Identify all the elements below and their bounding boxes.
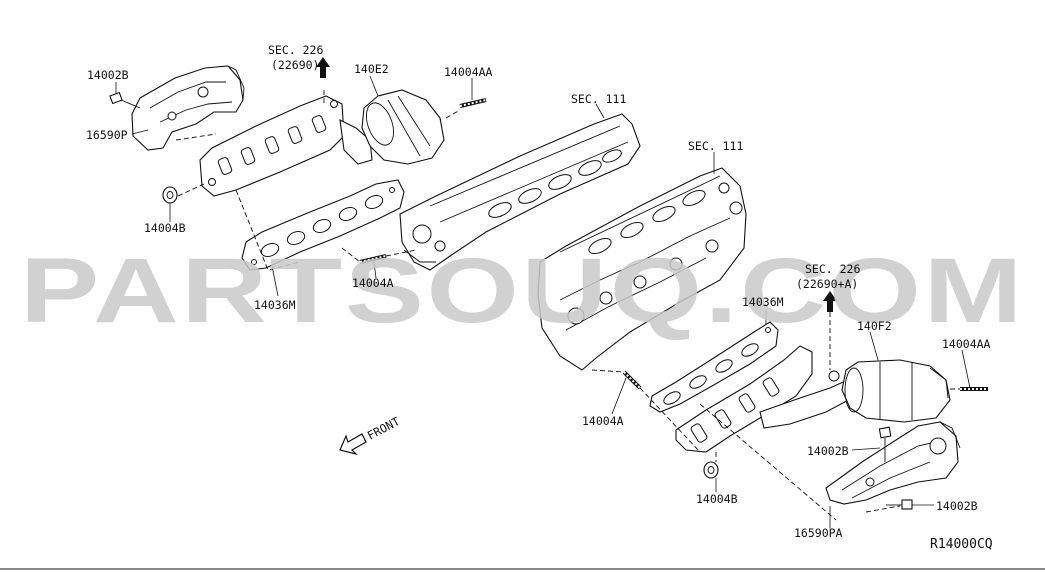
label-14002B-bottom[interactable]: 14002B (936, 499, 978, 513)
label-140F2[interactable]: 140F2 (857, 319, 892, 333)
cylinder-head-right (537, 167, 747, 371)
sec-111-right[interactable]: SEC. 111 (688, 139, 743, 153)
nut-14004B-right[interactable] (703, 461, 719, 479)
part-labels: 14002B 16590P 14004B 140E2 14004AA 14036… (86, 62, 991, 540)
label-14004A-left[interactable]: 14004A (352, 276, 394, 290)
label-14036M-left[interactable]: 14036M (254, 298, 296, 312)
sec-226-right-sub: (22690+A) (796, 277, 858, 291)
exhaust-manifold-right[interactable] (675, 345, 951, 453)
sec-226-right[interactable]: SEC. 226 (805, 262, 860, 276)
sec-226-left[interactable]: SEC. 226 (268, 43, 323, 57)
leader-lines (115, 75, 971, 528)
section-references: SEC. 226 (22690) SEC. 111 SEC. 111 SEC. … (268, 43, 860, 291)
bolt-14002B-bottom[interactable] (886, 499, 913, 510)
up-arrow-icon (316, 57, 330, 78)
stud-14004AA-top[interactable] (459, 98, 487, 108)
up-arrow-icon (823, 291, 837, 312)
label-14004AA-top[interactable]: 14004AA (444, 65, 493, 79)
label-14004B-left[interactable]: 14004B (144, 221, 186, 235)
label-16590P[interactable]: 16590P (86, 128, 128, 142)
nut-14004B-left[interactable] (162, 186, 178, 204)
exhaust-manifold-left[interactable] (199, 89, 445, 197)
cylinder-head-left (399, 113, 641, 271)
watermark-text: PARTSOUQ.COM (20, 240, 1025, 342)
label-14036M-right[interactable]: 14036M (742, 295, 784, 309)
front-label: FRONT (365, 414, 402, 443)
bolt-14002B-mid[interactable] (878, 426, 892, 462)
gasket-left[interactable] (241, 179, 405, 271)
bolt-14002B-top[interactable] (109, 91, 141, 109)
stud-14004A-left[interactable] (359, 254, 387, 264)
label-14004AA-right[interactable]: 14004AA (942, 337, 991, 351)
gasket-right[interactable] (649, 321, 779, 413)
heat-shield-left[interactable] (131, 65, 245, 151)
sec-226-left-sub: (22690) (271, 58, 319, 72)
front-arrow-icon (339, 433, 367, 456)
label-14004B-right[interactable]: 14004B (696, 492, 738, 506)
label-16590PA[interactable]: 16590PA (794, 526, 843, 540)
label-14004A-right[interactable]: 14004A (582, 414, 624, 428)
label-14002B-mid[interactable]: 14002B (807, 444, 849, 458)
diagram-code: R14000CQ (930, 537, 993, 552)
label-140E2[interactable]: 140E2 (354, 62, 389, 76)
assembly-guide-lines (175, 90, 960, 521)
stud-14004A-right[interactable] (622, 370, 642, 390)
sec-111-left[interactable]: SEC. 111 (571, 92, 626, 106)
label-14002B-top[interactable]: 14002B (87, 68, 129, 82)
heat-shield-right[interactable] (825, 421, 961, 505)
